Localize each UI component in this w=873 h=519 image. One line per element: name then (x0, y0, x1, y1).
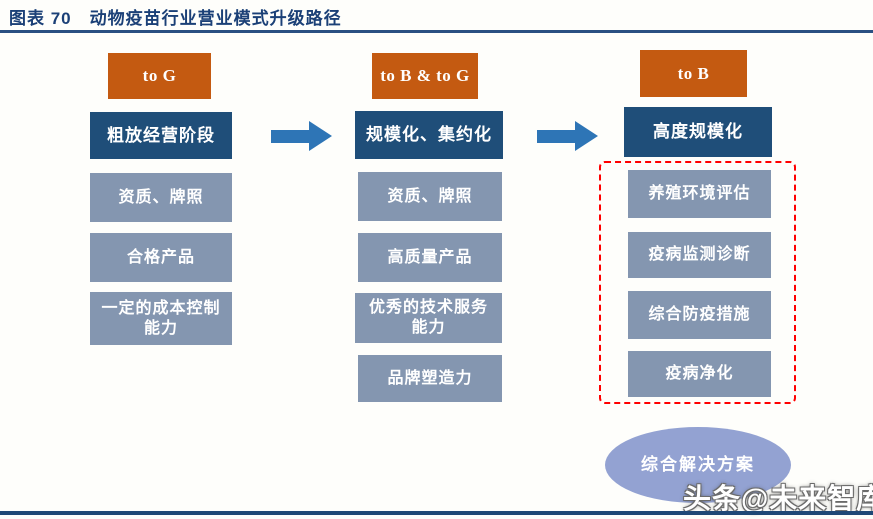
capability-item: 品牌塑造力 (358, 355, 502, 402)
capability-item: 优秀的技术服务 能力 (355, 293, 502, 343)
figure-label: 图表 70 (9, 9, 72, 28)
figure-header: 图表 70 动物疫苗行业营业模式升级路径 (9, 4, 342, 29)
arrow-head (575, 121, 598, 151)
capability-item: 疫病净化 (628, 351, 771, 397)
capability-item: 合格产品 (90, 233, 232, 282)
capability-item: 高质量产品 (358, 233, 502, 282)
capability-item: 疫病监测诊断 (628, 232, 771, 278)
title-rule (0, 30, 873, 33)
solution-label: 综合解决方案 (641, 454, 755, 474)
arrow-right-icon (271, 121, 332, 151)
arrow-shaft (537, 129, 575, 143)
capability-item: 养殖环境评估 (628, 170, 771, 218)
capability-item: 资质、牌照 (358, 172, 502, 221)
watermark: 头条@未来智库 (683, 483, 873, 514)
stage-tag-to-b: to B (640, 50, 747, 97)
figure-title: 动物疫苗行业营业模式升级路径 (89, 9, 342, 28)
stage-name-highly-scaled: 高度规模化 (624, 107, 772, 157)
capability-item: 一定的成本控制 能力 (90, 292, 232, 345)
stage-tag-to-g: to G (108, 53, 211, 99)
solution-ellipse: 综合解决方案 (605, 427, 791, 503)
bottom-bar (0, 511, 873, 515)
capability-item: 资质、牌照 (90, 173, 232, 222)
stage-name-extensive-operation: 粗放经营阶段 (90, 112, 232, 159)
arrow-head (309, 121, 332, 151)
arrow-shaft (271, 129, 309, 143)
stage-tag-to-b-and-g: to B & to G (372, 53, 478, 99)
highlight-dashed-frame (599, 161, 796, 404)
capability-item: 综合防疫措施 (628, 291, 771, 339)
stage-name-scale-intensive: 规模化、集约化 (355, 111, 503, 159)
arrow-right-icon (537, 121, 598, 151)
